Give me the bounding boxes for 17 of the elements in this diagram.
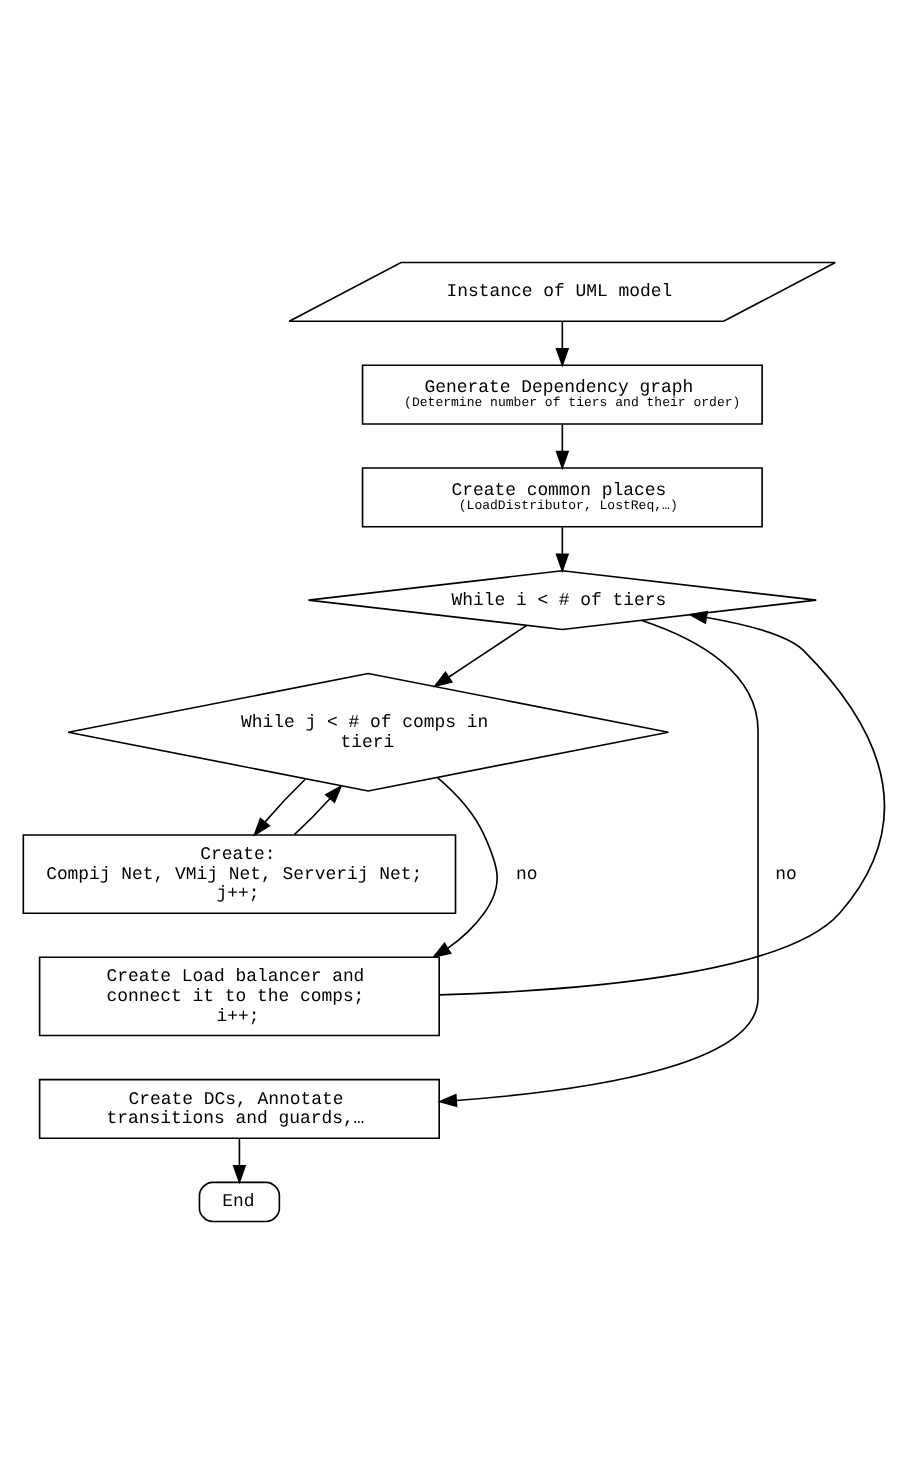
node-box: Create DCs, Annotate transitions and guards,… bbox=[38, 1078, 440, 1140]
node-box: End bbox=[198, 1181, 281, 1223]
node-box: Create Load balancer and connect it to the comps; i++; bbox=[38, 956, 440, 1037]
node-diamond: While i < # of tiers bbox=[307, 569, 817, 631]
arrow bbox=[293, 784, 343, 836]
arrow bbox=[437, 619, 759, 1108]
arrow bbox=[252, 778, 307, 837]
arrow bbox=[432, 624, 528, 688]
arrow bbox=[438, 610, 886, 996]
edge-label: no bbox=[516, 864, 538, 885]
node-box: Create: Compij Net, VMij Net, Serverij Net; j++; bbox=[22, 834, 457, 915]
arrow bbox=[232, 1137, 247, 1185]
arrow bbox=[555, 320, 570, 368]
arrow bbox=[555, 423, 570, 471]
arrow bbox=[431, 776, 498, 959]
edge-label: no bbox=[775, 864, 797, 885]
arrow bbox=[555, 526, 570, 573]
